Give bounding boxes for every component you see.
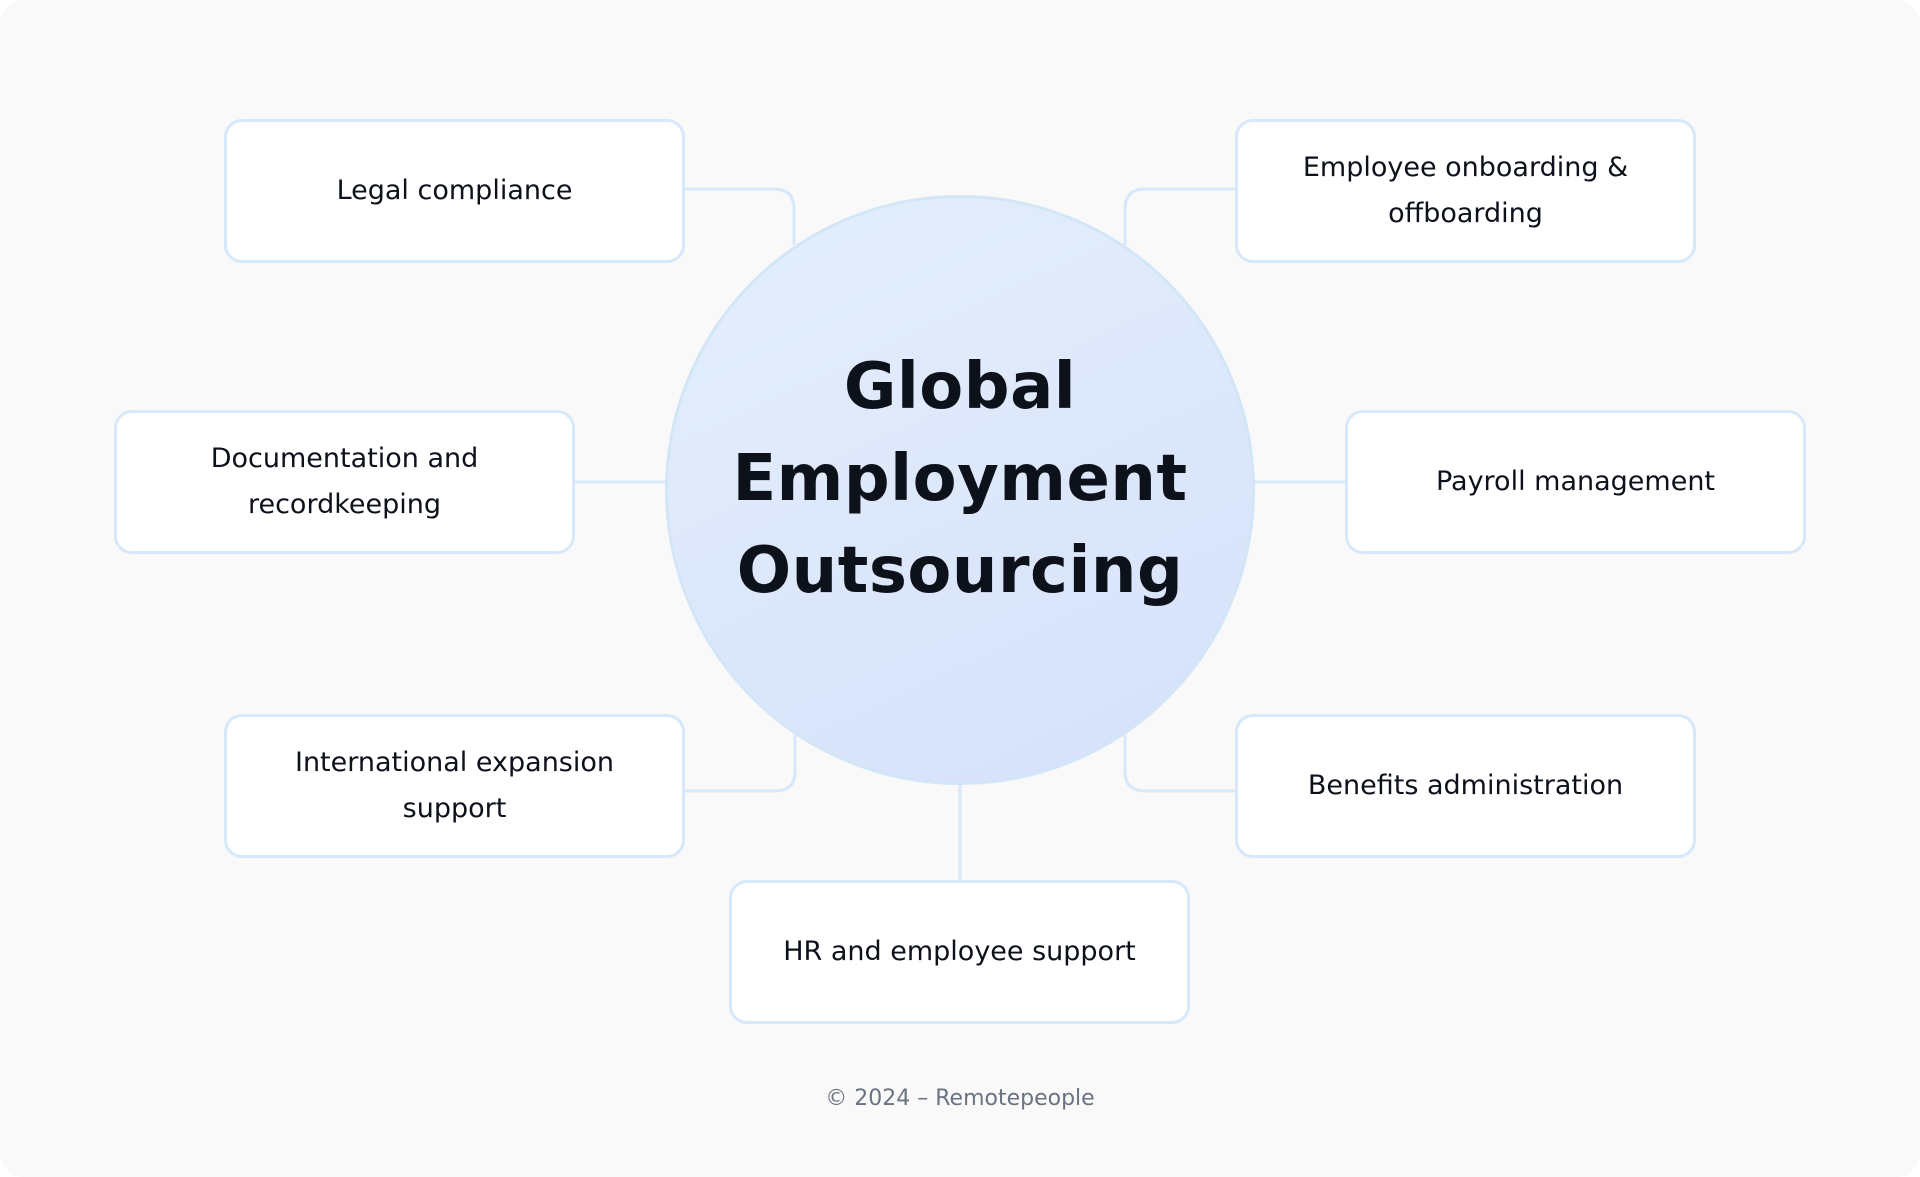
node-label: Legal compliance xyxy=(336,175,573,206)
title-line-3: Outsourcing xyxy=(736,534,1184,608)
node-legal-compliance: Legal compliance xyxy=(224,119,685,263)
node-label: Payroll management xyxy=(1435,466,1716,497)
connector-international xyxy=(684,735,797,793)
central-topic-circle: Global Employment Outsourcing xyxy=(665,195,1255,785)
connector-legal xyxy=(684,187,796,245)
central-topic-title: Global Employment Outsourcing xyxy=(732,341,1187,617)
copyright-footer: © 2024 – Remotepeople xyxy=(825,1086,1095,1111)
node-documentation: Documentation and recordkeeping xyxy=(114,410,575,554)
node-label: Documentation and recordkeeping xyxy=(210,443,479,520)
title-line-2: Employment xyxy=(732,442,1188,516)
title-line-1: Global xyxy=(843,350,1077,424)
connector-benefits xyxy=(1123,735,1236,793)
node-payroll: Payroll management xyxy=(1345,410,1806,554)
node-label: Employee onboarding & offboarding xyxy=(1302,152,1629,229)
node-international-expansion: International expansion support xyxy=(224,714,685,858)
node-label: International expansion support xyxy=(294,747,615,824)
connector-onboarding xyxy=(1123,187,1236,245)
node-employee-onboarding: Employee onboarding & offboarding xyxy=(1235,119,1696,263)
node-benefits: Benefits administration xyxy=(1235,714,1696,858)
node-hr-support: HR and employee support xyxy=(729,880,1190,1024)
node-label: Benefits administration xyxy=(1307,770,1624,801)
node-label: HR and employee support xyxy=(783,936,1136,967)
